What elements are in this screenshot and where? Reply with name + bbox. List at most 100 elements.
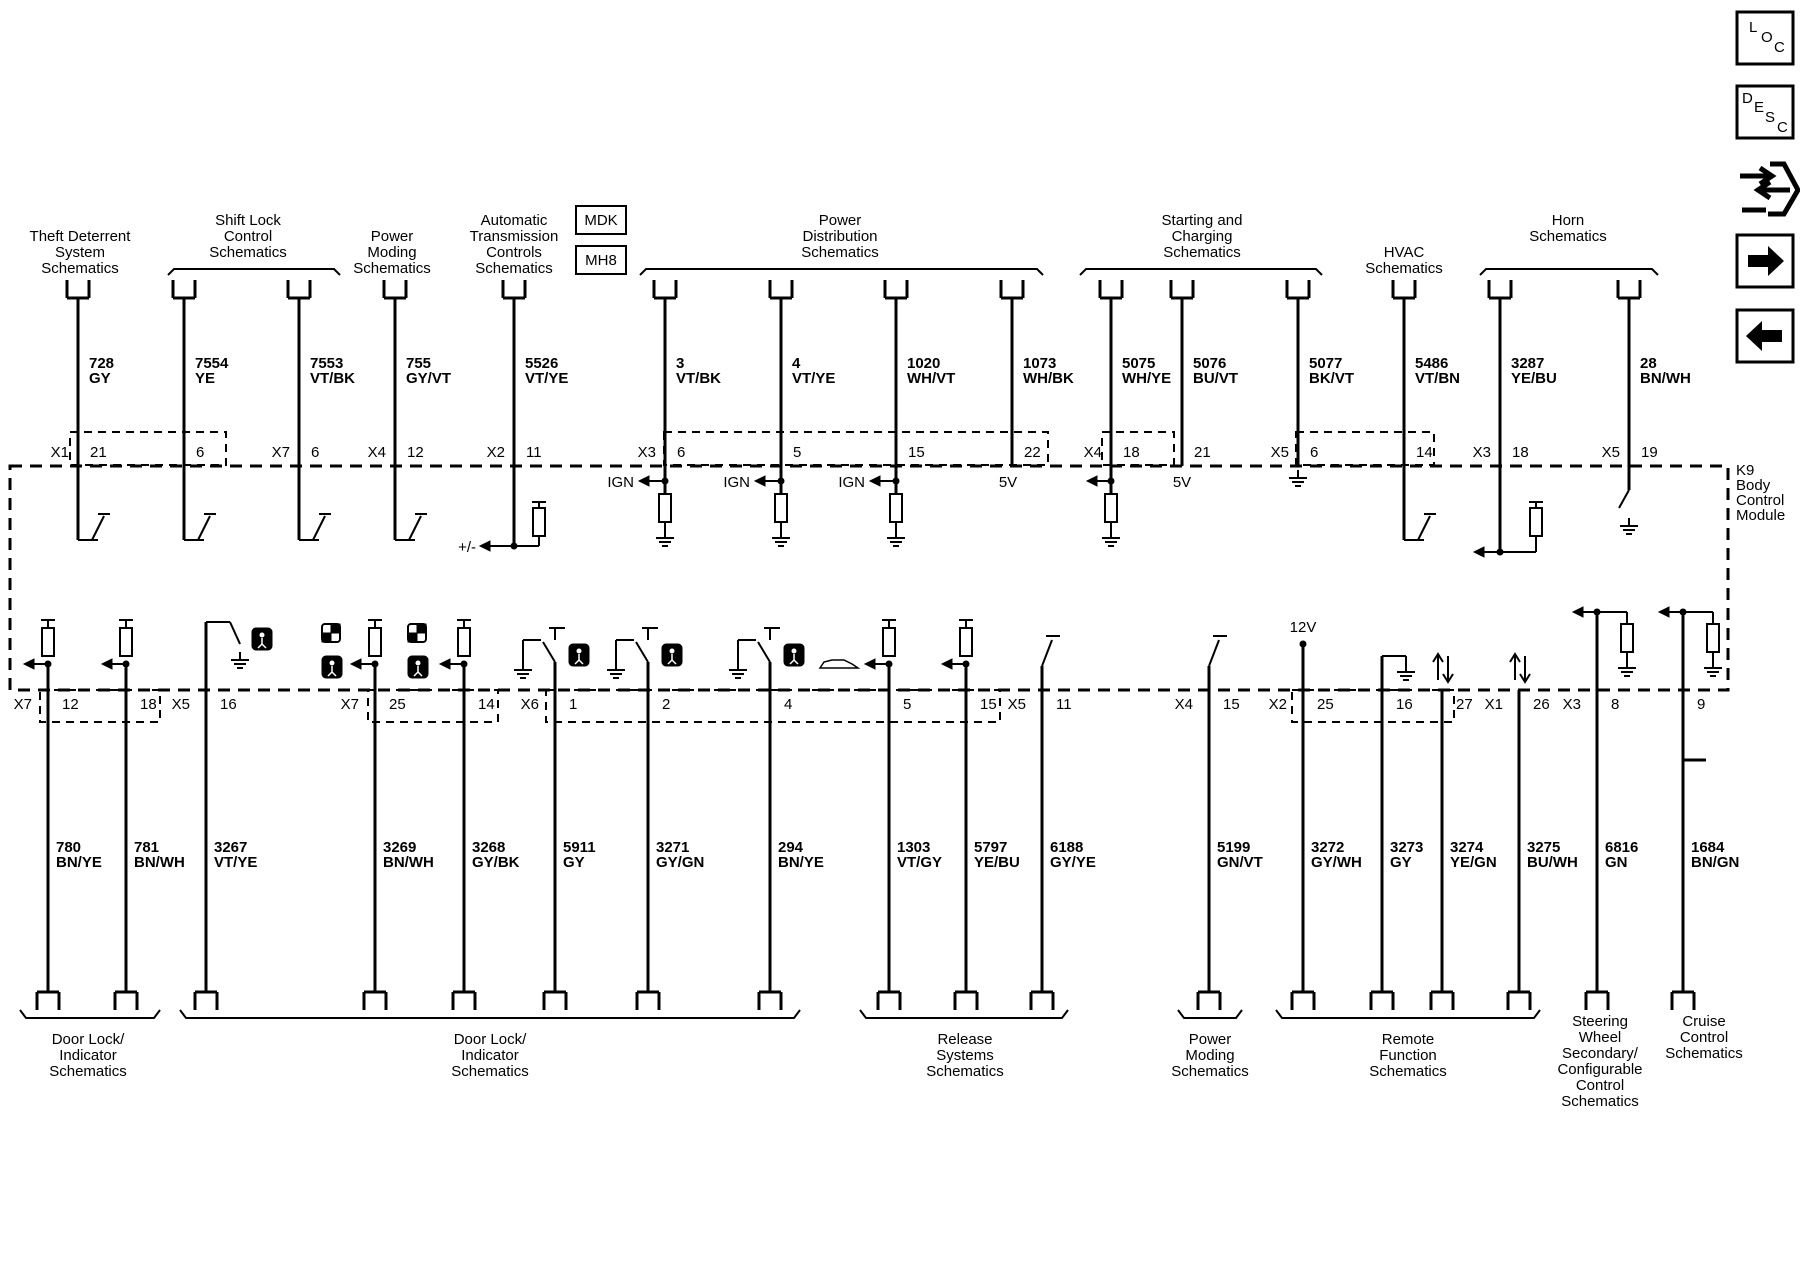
wire-color: BN/WH [1640, 370, 1691, 387]
pin-number: 8 [1611, 696, 1619, 713]
wire-circuit-number: 4 [792, 355, 801, 372]
pin-number: 6 [1310, 444, 1318, 461]
bottom-group-title: Door Lock/ [52, 1031, 125, 1048]
arrow-left-marker [868, 475, 881, 487]
wire-circuit-number: 3273 [1390, 839, 1423, 856]
wire-color: BN/GN [1691, 854, 1739, 871]
next-page-button[interactable] [1735, 233, 1795, 289]
switch [1618, 489, 1630, 509]
resistor [41, 627, 55, 657]
connector-housing [39, 689, 161, 723]
bottom-group-title: Control [1576, 1077, 1624, 1094]
arrow-left-marker [349, 658, 362, 670]
bottom-connector [1584, 990, 1610, 1010]
arrow-left-icon [1746, 321, 1782, 351]
connector-housing [367, 689, 499, 723]
top-group-title: Transmission [470, 228, 559, 245]
switch [1041, 639, 1053, 667]
wire-circuit-number: 5526 [525, 355, 558, 372]
wire-circuit-number: 5075 [1122, 355, 1155, 372]
junction-dot [1299, 640, 1307, 648]
top-group-title: System [55, 244, 105, 261]
pin-number: 27 [1456, 696, 1473, 713]
data-arrow-icon [1432, 652, 1444, 680]
wire-circuit-number: 3267 [214, 839, 247, 856]
switch [408, 515, 422, 541]
top-group-title: Starting and [1162, 212, 1243, 229]
pin-number: 19 [1641, 444, 1658, 461]
connector-id: X4 [368, 444, 386, 461]
previous-page-button[interactable] [1735, 308, 1795, 364]
wire-circuit-number: 3287 [1511, 355, 1544, 372]
desc-letter: D [1742, 90, 1753, 107]
connector-id: X2 [1269, 696, 1287, 713]
bottom-group-title: Release [937, 1031, 992, 1048]
pin-number: 6 [196, 444, 204, 461]
wire-circuit-number: 780 [56, 839, 81, 856]
top-connector [652, 280, 678, 300]
loc-letter: C [1774, 39, 1785, 56]
wire-color: GN/VT [1217, 854, 1263, 871]
switch [1208, 639, 1220, 667]
wire-circuit-number: 3271 [656, 839, 689, 856]
connector-info-icon[interactable] [1740, 161, 1800, 217]
plus-minus-label: +/- [458, 539, 476, 556]
lock-person-icon [257, 638, 267, 649]
connector-id: X5 [1008, 696, 1026, 713]
ign-label: IGN [723, 474, 750, 491]
connector-id: X4 [1175, 696, 1193, 713]
connector-housing [69, 431, 227, 466]
car-icon [818, 659, 861, 669]
pin-number: 16 [220, 696, 237, 713]
bottom-group-title: Control [1680, 1029, 1728, 1046]
wire-circuit-number: 28 [1640, 355, 1657, 372]
resistor [1104, 493, 1118, 523]
wire-color: WH/YE [1122, 370, 1171, 387]
bottom-connector [635, 990, 661, 1010]
bottom-connector [542, 990, 568, 1010]
bottom-group-title: Schematics [1369, 1063, 1447, 1080]
wire-circuit-number: 5076 [1193, 355, 1226, 372]
description-button[interactable]: D E S C [1735, 84, 1795, 140]
wire-circuit-number: 1073 [1023, 355, 1056, 372]
wire-color: YE/BU [1511, 370, 1557, 387]
resistor [1620, 623, 1634, 653]
arrow-left-marker [22, 658, 35, 670]
wire-circuit-number: 1020 [907, 355, 940, 372]
connector-id: X7 [272, 444, 290, 461]
wire-color: VT/YE [525, 370, 568, 387]
connector-id: X7 [14, 696, 32, 713]
top-group-title: Controls [486, 244, 542, 261]
bottom-group-title: Power [1189, 1031, 1232, 1048]
wire-circuit-number: 3275 [1527, 839, 1560, 856]
wire-color: GY/YE [1050, 854, 1096, 871]
lock-person-icon [789, 654, 799, 665]
wire-circuit-number: 3269 [383, 839, 416, 856]
ign-label: IGN [607, 474, 634, 491]
wire-circuit-number: 5911 [563, 839, 596, 856]
wire-color: VT/YE [214, 854, 257, 871]
top-connector [286, 280, 312, 300]
wire-circuit-number: 3268 [472, 839, 505, 856]
wire-circuit-number: 728 [89, 355, 114, 372]
top-connector [1285, 280, 1311, 300]
pin-number: 11 [526, 444, 542, 461]
wire-circuit-number: 6188 [1050, 839, 1083, 856]
location-button[interactable]: L O C [1735, 10, 1795, 66]
pin-number: 5 [793, 444, 801, 461]
arrow-left-marker [753, 475, 766, 487]
pin-number: 22 [1024, 444, 1041, 461]
wire-circuit-number: 1684 [1691, 839, 1725, 856]
connector-id: X5 [1271, 444, 1289, 461]
bottom-connector [876, 990, 902, 1010]
mh8-label: MH8 [585, 252, 617, 269]
top-group-title: Shift Lock [215, 212, 281, 229]
bottom-group-title: Systems [936, 1047, 994, 1064]
arrow-left-marker [863, 658, 876, 670]
pin-number: 16 [1396, 696, 1413, 713]
data-arrow-icon [1509, 652, 1521, 680]
wire-color: VT/BN [1415, 370, 1460, 387]
connector-id: X3 [1473, 444, 1491, 461]
